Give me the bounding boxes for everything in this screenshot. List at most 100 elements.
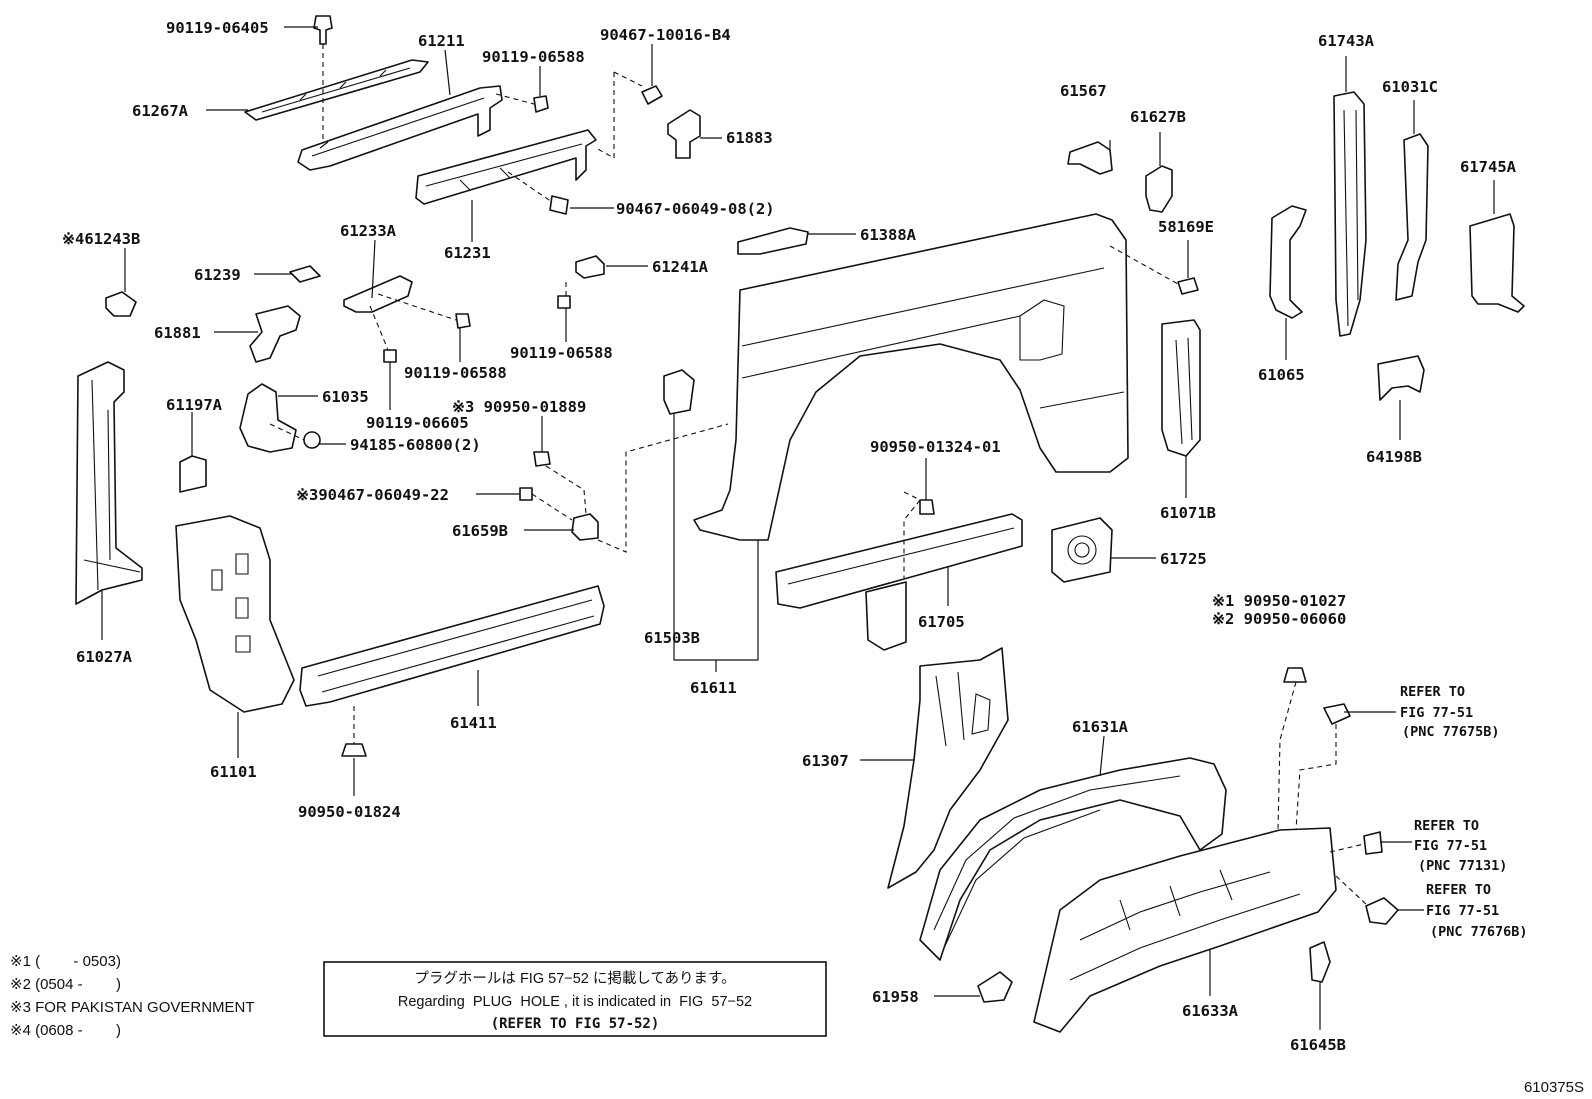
part-61031c-pillar	[1395, 133, 1429, 301]
part-61958	[977, 971, 1013, 1003]
label-90119-06588-low: 90119-06588	[404, 364, 507, 382]
part-61101-panel	[175, 515, 295, 713]
part-61411-rocker	[299, 585, 605, 707]
part-61743a-pillar	[1333, 91, 1367, 337]
part-61705-crossmember	[775, 513, 1023, 651]
refer-to-77131: REFER TO FIG 77-51 (PNC 77131)	[1414, 818, 1507, 874]
part-61627b	[1145, 165, 1173, 213]
label-61239: 61239	[194, 266, 241, 284]
label-61631a: 61631A	[1072, 718, 1129, 736]
footnote-1: ※1 ( - 0503)	[10, 953, 121, 970]
label-61071b: 61071B	[1160, 504, 1216, 522]
part-61267a-rail	[244, 59, 429, 121]
label-61065: 61065	[1258, 366, 1305, 384]
note-jp: プラグホールは FIG 57−52 に掲載してあります。	[414, 970, 735, 987]
footnotes: ※1 ( - 0503) ※2 (0504 - ) ※3 FOR PAKISTA…	[10, 953, 255, 1039]
label-61241a: 61241A	[652, 258, 709, 276]
part-61645b	[1309, 941, 1331, 983]
label-61243b: ※461243B	[62, 230, 140, 248]
label-90467-06049-08: 90467-06049-08(2)	[616, 200, 775, 218]
footnote-4: ※4 (0608 - )	[10, 1022, 121, 1039]
label-61611: 61611	[690, 679, 737, 697]
part-61027a-pillar	[75, 361, 143, 605]
label-61705: 61705	[918, 613, 965, 631]
footnote-3: ※3 FOR PAKISTAN GOVERNMENT	[10, 999, 255, 1016]
part-61211-rail	[297, 85, 503, 171]
label-90467-10016-b4: 90467-10016-B4	[600, 26, 731, 44]
label-90950-01889: ※3 90950-01889	[452, 398, 586, 416]
part-61231-rail	[415, 129, 597, 205]
part-61631a-wheelhouse	[919, 757, 1227, 961]
ref-1-line1: REFER TO	[1400, 684, 1465, 700]
ref-1-line2: FIG 77-51	[1400, 705, 1473, 721]
label-61027a: 61027A	[76, 648, 133, 666]
part-61243b	[105, 291, 137, 317]
label-90950-01824: 90950-01824	[298, 803, 401, 821]
part-61633a-liner	[1033, 827, 1337, 1033]
label-90119-06405: 90119-06405	[166, 19, 269, 37]
ref-3-line3: (PNC 77676B)	[1430, 924, 1528, 940]
figure-code: 610375S	[1524, 1079, 1584, 1096]
label-64198b: 64198B	[1366, 448, 1422, 466]
part-61659b	[571, 513, 599, 541]
ref-1-line3: (PNC 77675B)	[1402, 724, 1500, 740]
part-clip-90467-10016	[641, 85, 663, 105]
label-61411: 61411	[450, 714, 497, 732]
part-bolts	[303, 15, 1307, 757]
part-64198b	[1377, 355, 1425, 401]
part-61881	[249, 305, 301, 363]
label-90950-01324-01: 90950-01324-01	[870, 438, 1001, 456]
label-61633a: 61633A	[1182, 1002, 1239, 1020]
label-61958: 61958	[872, 988, 919, 1006]
label-61627b: 61627B	[1130, 108, 1186, 126]
ref-3-line2: FIG 77-51	[1426, 903, 1499, 919]
ref-bracket-parts	[1323, 703, 1399, 925]
ref-2-line3: (PNC 77131)	[1418, 858, 1507, 874]
label-61035: 61035	[322, 388, 369, 406]
refer-to-77675b: REFER TO FIG 77-51 (PNC 77675B)	[1400, 684, 1500, 740]
label-61231: 61231	[444, 244, 491, 262]
label-90119-06605: 90119-06605	[366, 414, 469, 432]
part-61197a	[179, 455, 207, 493]
part-61745a	[1469, 213, 1525, 313]
part-61725	[1051, 517, 1113, 583]
label-61197a: 61197A	[166, 396, 223, 414]
part-61503b	[663, 369, 695, 415]
label-61645b: 61645B	[1290, 1036, 1346, 1054]
label-90119-06588-mid: 90119-06588	[510, 344, 613, 362]
label-90467-06049-22: ※390467-06049-22	[296, 486, 449, 504]
part-61883-bracket	[667, 109, 701, 159]
label-61503b: 61503B	[644, 629, 700, 647]
label-61267a: 61267A	[132, 102, 189, 120]
label-61881: 61881	[154, 324, 201, 342]
label-61307: 61307	[802, 752, 849, 770]
part-61567	[1067, 141, 1113, 175]
ref-3-line1: REFER TO	[1426, 882, 1491, 898]
part-61388a	[737, 227, 809, 255]
note-ref: (REFER TO FIG 57-52)	[491, 1016, 660, 1032]
label-61883: 61883	[726, 129, 773, 147]
label-90950-01027: ※1 90950-01027	[1212, 592, 1346, 610]
label-61031c: 61031C	[1382, 78, 1438, 96]
label-58169e: 58169E	[1158, 218, 1214, 236]
part-58169e	[1177, 277, 1199, 295]
plug-hole-note-box: プラグホールは FIG 57−52 に掲載してあります。 Regarding P…	[323, 961, 827, 1037]
label-61101: 61101	[210, 763, 257, 781]
leader-lines	[101, 26, 1495, 1030]
label-61725: 61725	[1160, 550, 1207, 568]
part-labels: 90119-06405 61211 90119-06588 90467-1001…	[62, 19, 1517, 1054]
label-61388a: 61388A	[860, 226, 917, 244]
label-90950-06060: ※2 90950-06060	[1212, 610, 1346, 628]
part-61611-side-panel	[693, 213, 1129, 541]
label-61233a: 61233A	[340, 222, 397, 240]
part-61307	[887, 647, 1009, 889]
ref-2-line2: FIG 77-51	[1414, 838, 1487, 854]
part-61065	[1269, 205, 1307, 319]
part-61035	[239, 383, 297, 453]
label-61211: 61211	[418, 32, 465, 50]
note-en: Regarding PLUG HOLE , it is indicated in…	[398, 994, 752, 1010]
label-61745a: 61745A	[1460, 158, 1517, 176]
ref-2-line1: REFER TO	[1414, 818, 1479, 834]
label-90119-06588-top: 90119-06588	[482, 48, 585, 66]
